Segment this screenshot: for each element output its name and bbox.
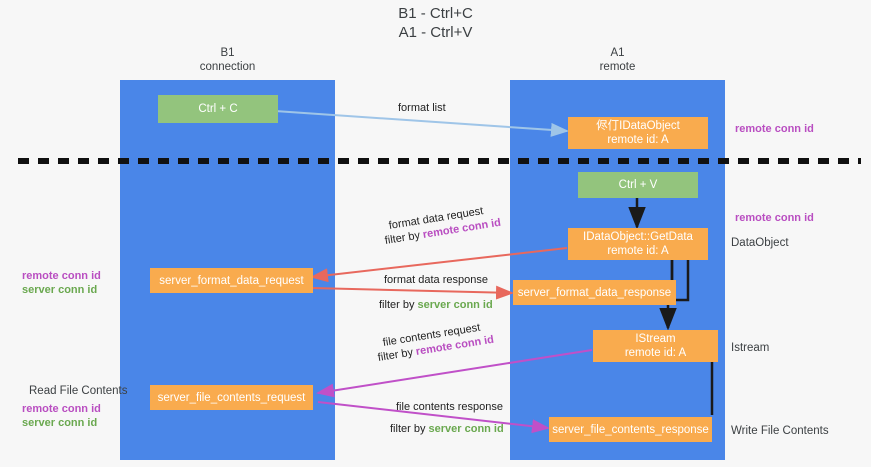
box-idataobject-getdata[interactable]: IDataObject::GetData remote id: A <box>568 228 708 260</box>
label-format-data-response-filter: filter by server conn id <box>379 298 493 313</box>
label-fdrsp-filter-value: server conn id <box>417 299 493 311</box>
column-header-b1-role: connection <box>199 61 256 73</box>
box-server-file-contents-request[interactable]: server_file_contents_request <box>150 385 313 410</box>
title-line-1: B1 - Ctrl+C <box>398 5 473 22</box>
box-ctrl-c[interactable]: Ctrl + C <box>158 95 278 123</box>
column-header-b1-name: B1 <box>220 47 235 59</box>
box-istream[interactable]: IStream remote id: A <box>593 330 718 362</box>
box-ctrl-c-label: Ctrl + C <box>198 103 238 115</box>
annotation-right-remote-conn-id-top: remote conn id <box>735 123 814 135</box>
box-server-file-contents-request-label: server_file_contents_request <box>157 391 306 404</box>
label-fcrsp-filter-prefix: filter by <box>390 423 429 435</box>
annotation-left-server-conn-id-mid: server conn id <box>22 284 98 296</box>
box-getdata-subtitle: remote id: A <box>607 245 669 257</box>
column-header-a1: A1 remote <box>510 46 725 74</box>
annotation-left-remote-conn-id-mid: remote conn id <box>22 270 101 282</box>
box-ctrl-v-label: Ctrl + V <box>618 179 658 191</box>
box-server-format-data-response[interactable]: server_format_data_response <box>513 280 676 305</box>
box-server-format-data-request-label: server_format_data_request <box>159 274 304 287</box>
label-file-contents-response: file contents response <box>396 401 504 413</box>
column-header-a1-role: remote <box>599 61 636 73</box>
box-idataobject-title: 侭仃IDataObject <box>596 120 680 132</box>
title-line-2: A1 - Ctrl+V <box>398 24 473 41</box>
label-format-list: format list <box>398 102 446 114</box>
box-istream-subtitle: remote id: A <box>624 347 687 359</box>
box-server-file-contents-response[interactable]: server_file_contents_response <box>549 417 712 442</box>
box-server-format-data-response-label: server_format_data_response <box>517 286 672 299</box>
column-header-a1-name: A1 <box>610 47 625 59</box>
label-fcrsp-filter-value: server conn id <box>428 423 504 435</box>
annotation-left-server-conn-id-bottom: server conn id <box>22 417 98 429</box>
column-header-b1: B1 connection <box>120 46 335 74</box>
box-idataobject[interactable]: 侭仃IDataObject remote id: A <box>568 117 708 149</box>
annotation-right-dataobject: DataObject <box>731 237 789 249</box>
label-fdrsp-filter-prefix: filter by <box>379 299 418 311</box>
annotation-left-remote-conn-id-bottom: remote conn id <box>22 403 101 415</box>
label-format-data-response: format data response <box>384 274 488 286</box>
label-file-contents-response-filter: filter by server conn id <box>390 422 504 437</box>
annotation-right-istream: Istream <box>731 342 770 354</box>
box-ctrl-v[interactable]: Ctrl + V <box>578 172 698 198</box>
box-idataobject-subtitle: remote id: A <box>607 134 669 146</box>
arrow-format-data-response <box>311 285 514 300</box>
annotation-right-remote-conn-id-mid: remote conn id <box>735 212 814 224</box>
box-getdata-title: IDataObject::GetData <box>583 231 693 243</box>
page-title: B1 - Ctrl+C A1 - Ctrl+V <box>0 4 871 42</box>
annotation-right-write-file-contents: Write File Contents <box>731 425 829 437</box>
annotation-left-read-file-contents: Read File Contents <box>29 385 128 397</box>
box-server-format-data-request[interactable]: server_format_data_request <box>150 268 313 293</box>
box-istream-title: IStream <box>635 333 676 345</box>
box-server-file-contents-response-label: server_file_contents_response <box>552 423 709 436</box>
